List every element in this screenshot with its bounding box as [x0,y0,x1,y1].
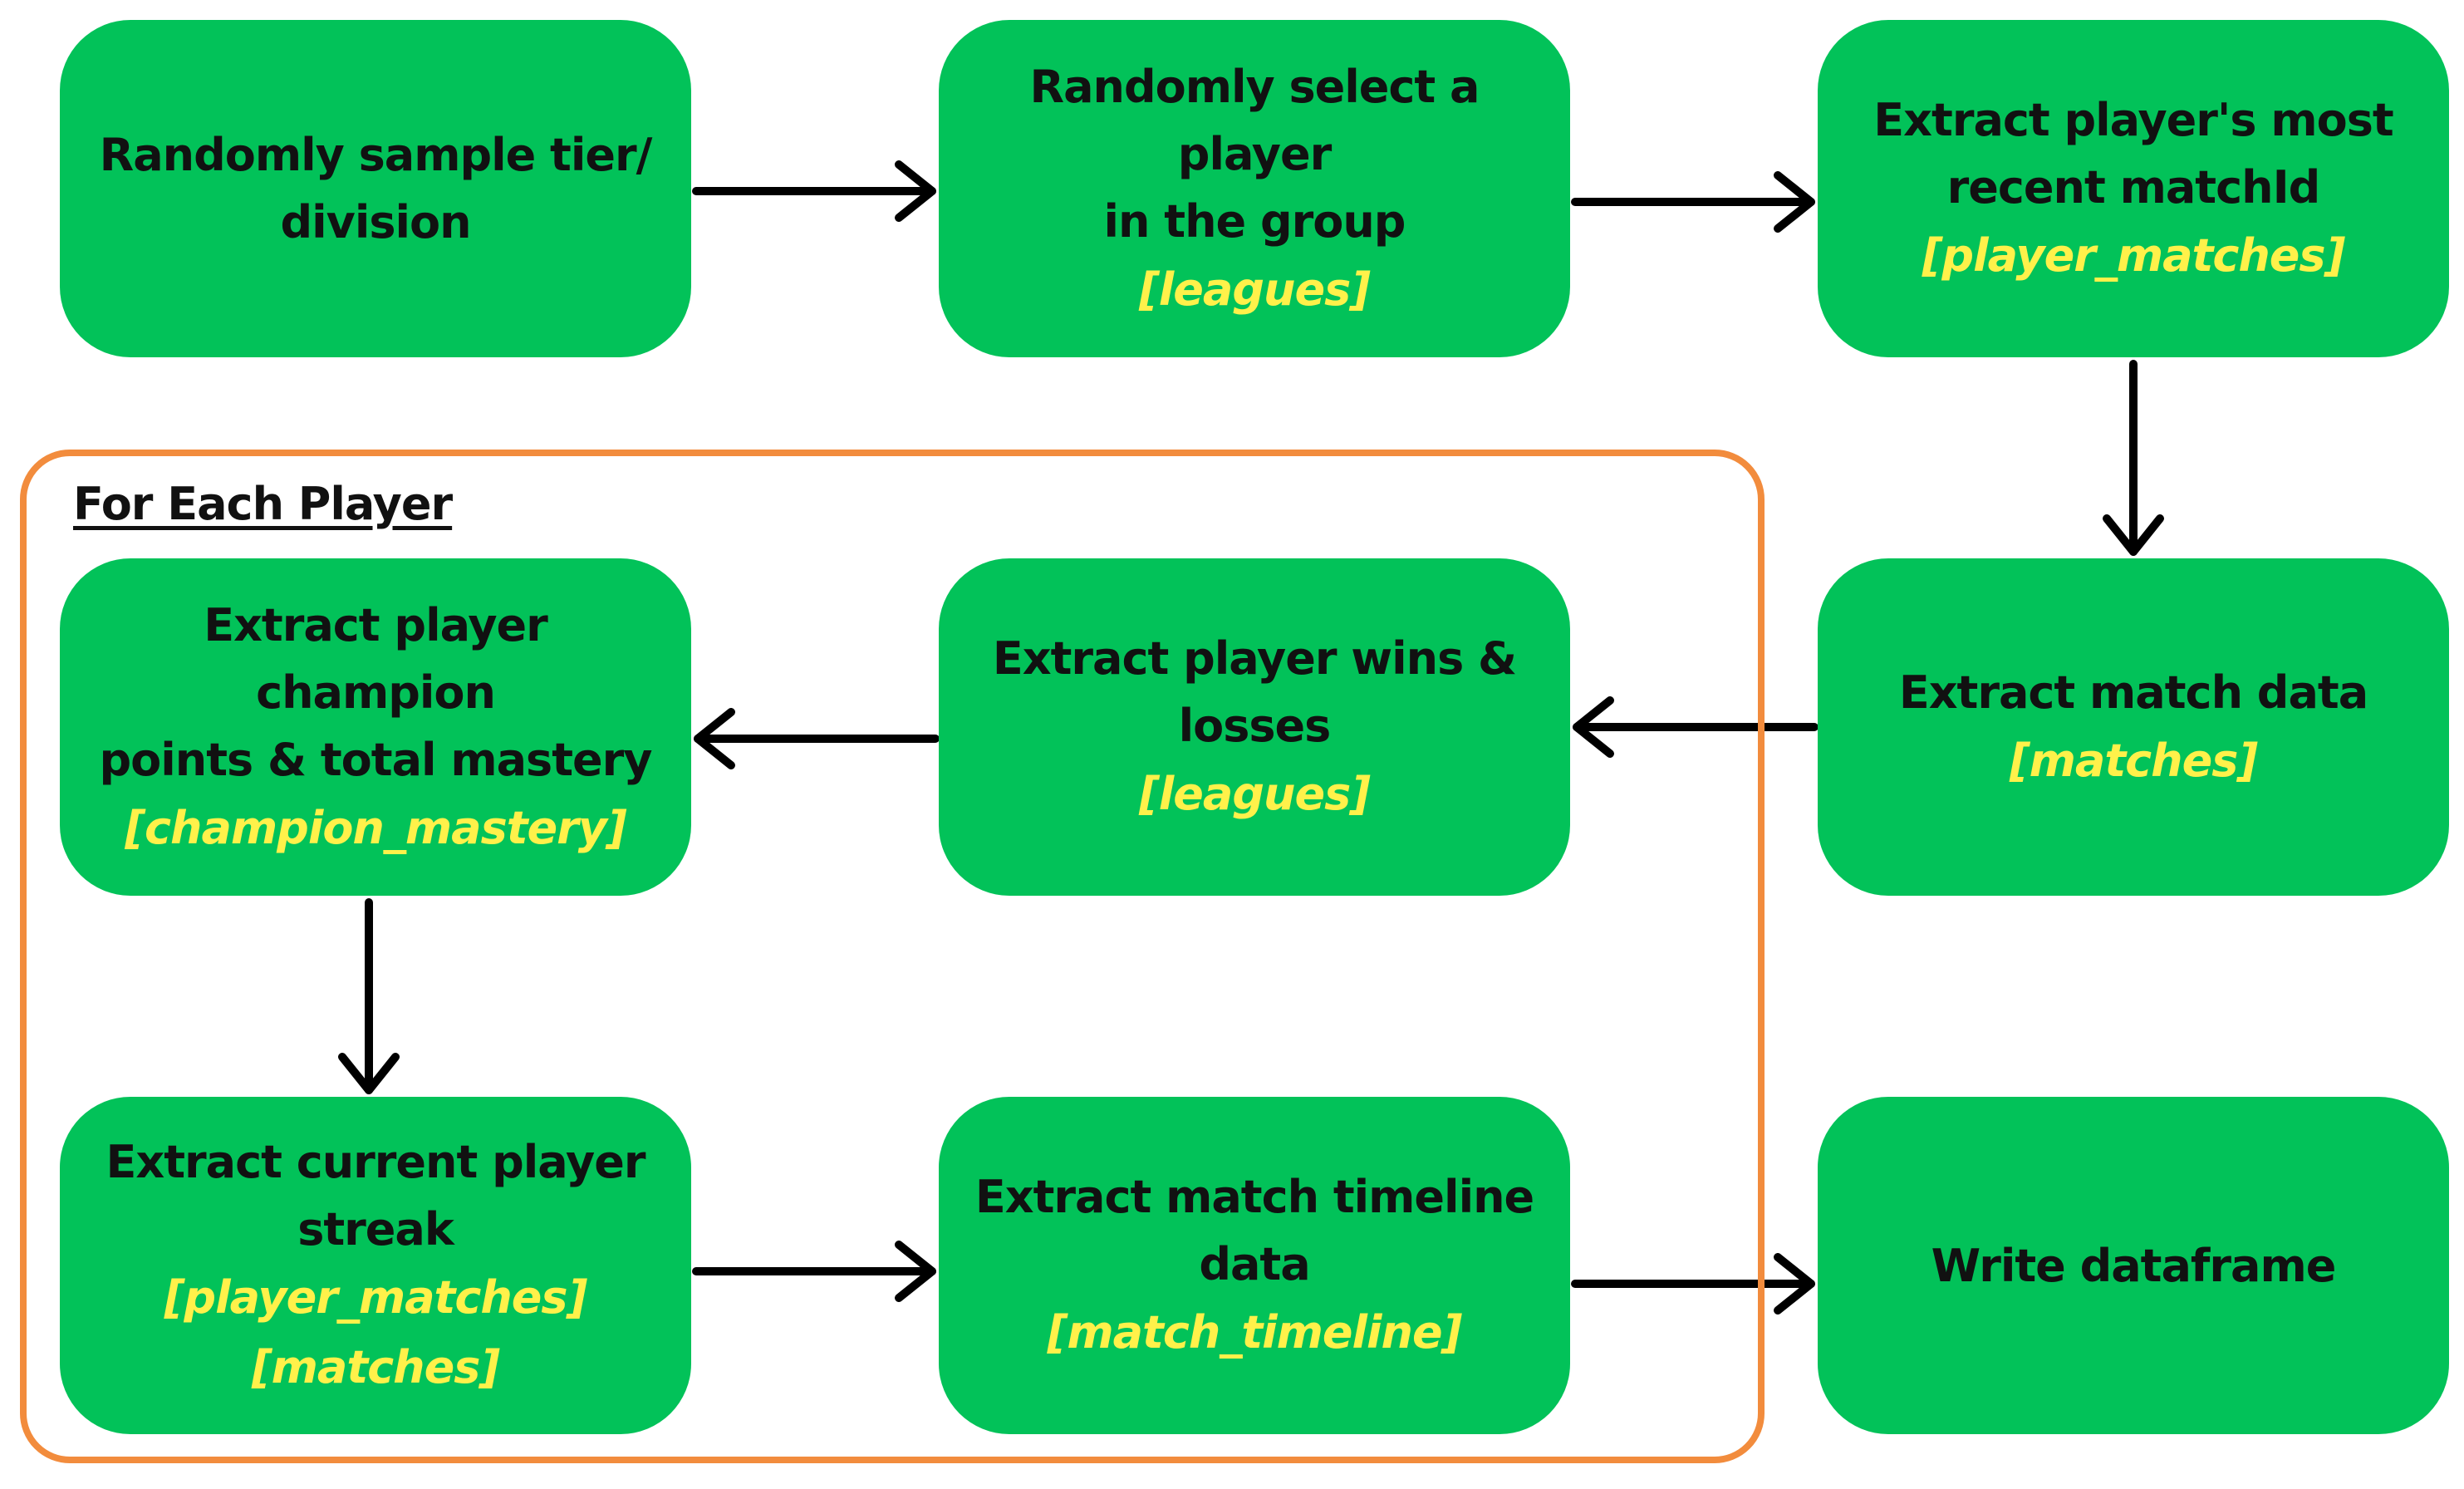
node-title: Extract match timeline data [974,1171,1534,1290]
node-extract-recent-matchid: Extract player's most recent matchId [pl… [1818,20,2449,357]
node-extract-match-timeline: Extract match timeline data [match_timel… [939,1097,1570,1434]
node-sample-tier-division: Randomly sample tier/ division [60,20,691,357]
group-label: For Each Player [73,478,453,530]
node-title: Extract player's most recent matchId [1873,94,2393,214]
node-source-tag: [player_matches] [1922,229,2345,282]
arrow-n2-to-n3 [1571,171,1815,233]
node-title: Extract current player streak [106,1136,645,1256]
node-select-player: Randomly select a player in the group [l… [939,20,1570,357]
node-title: Extract match data [1898,666,2368,719]
node-extract-wins-losses: Extract player wins & losses [leagues] [939,558,1570,896]
arrow-n8-to-n9 [1571,1253,1815,1315]
arrow-n4-to-n7 [338,898,400,1094]
node-extract-player-streak: Extract current player streak [player_ma… [60,1097,691,1434]
node-title: Randomly select a player in the group [1029,60,1480,248]
arrow-n5-to-n4 [694,708,940,769]
arrow-n6-to-n5 [1573,696,1819,758]
node-title: Write dataframe [1931,1239,2337,1292]
node-write-dataframe: Write dataframe [1818,1097,2449,1434]
node-source-tag: [leagues] [1139,263,1371,316]
node-extract-champion-mastery: Extract player champion points & total m… [60,558,691,896]
for-each-player-group [20,450,1765,1463]
arrow-n1-to-n2 [692,160,936,222]
node-source-tag: [leagues] [1139,768,1371,820]
arrow-n7-to-n8 [692,1241,936,1302]
node-title: Extract player champion points & total m… [99,598,653,786]
node-source-tag: [champion_mastery] [125,801,626,854]
node-title: Randomly sample tier/ division [99,129,653,248]
arrow-n3-to-n6 [2103,360,2164,556]
node-source-tag: [player_matches] [matches] [164,1271,587,1393]
node-source-tag: [match_timeline] [1047,1306,1463,1359]
node-extract-match-data: Extract match data [matches] [1818,558,2449,896]
node-source-tag: [matches] [2009,734,2258,787]
node-title: Extract player wins & losses [992,632,1517,752]
